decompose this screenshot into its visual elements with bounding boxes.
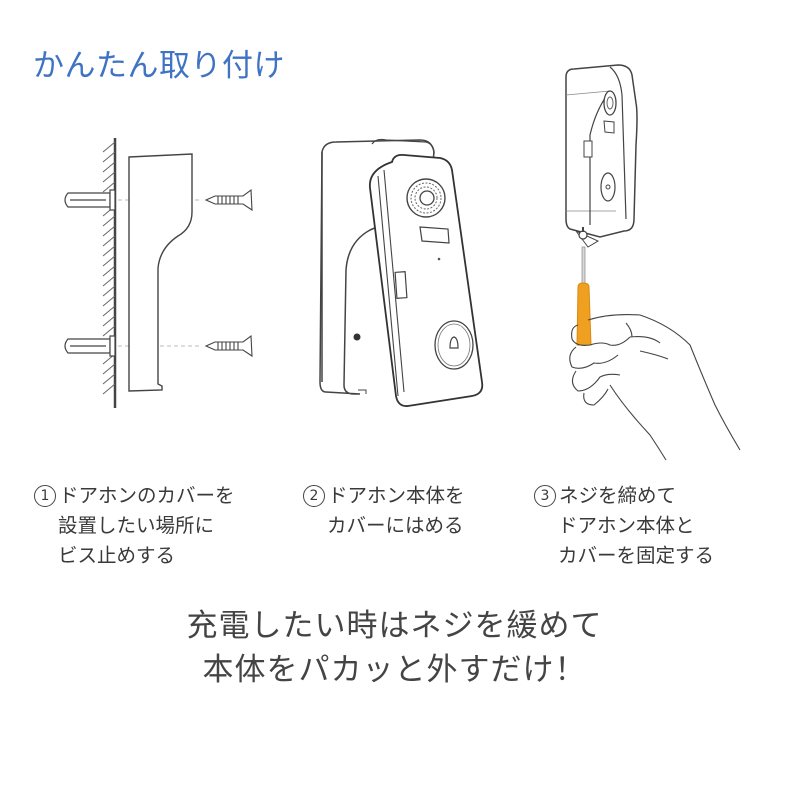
charging-note-line-1: 充電したい時はネジを緩めて bbox=[186, 608, 603, 644]
step-number-badge: 3 bbox=[534, 485, 556, 507]
wall-mount-diagram-icon bbox=[64, 138, 253, 408]
step-2-line-2: カバーにはめる bbox=[327, 514, 464, 537]
step-number-badge: 1 bbox=[34, 485, 56, 507]
step-1-line-3: ビス止めする bbox=[58, 544, 176, 567]
doorbell-insert-illustration bbox=[300, 130, 510, 420]
step-3-line-3: カバーを固定する bbox=[558, 544, 715, 567]
charging-note: 充電したい時はネジを緩めて 本体をパカッと外すだけ！ bbox=[0, 604, 789, 692]
charging-note-line-2: 本体をパカッと外すだけ！ bbox=[202, 652, 587, 688]
step-text: ドアホンのカバーを bbox=[59, 484, 235, 507]
hand-screwdriver-icon bbox=[565, 64, 741, 461]
step-number-badge: 2 bbox=[303, 485, 325, 507]
step-3-line-2: ドアホン本体と bbox=[558, 514, 695, 537]
step-1-line-2: 設置したい場所に bbox=[58, 514, 215, 537]
page-title: かんたん取り付け bbox=[33, 48, 285, 84]
step-text: ネジを締めて bbox=[559, 484, 677, 507]
step-text: ドアホン本体を bbox=[328, 484, 465, 507]
screw-fixing-illustration bbox=[540, 55, 750, 470]
wall-mount-illustration bbox=[50, 130, 280, 410]
doorbell-device-icon bbox=[319, 138, 484, 407]
